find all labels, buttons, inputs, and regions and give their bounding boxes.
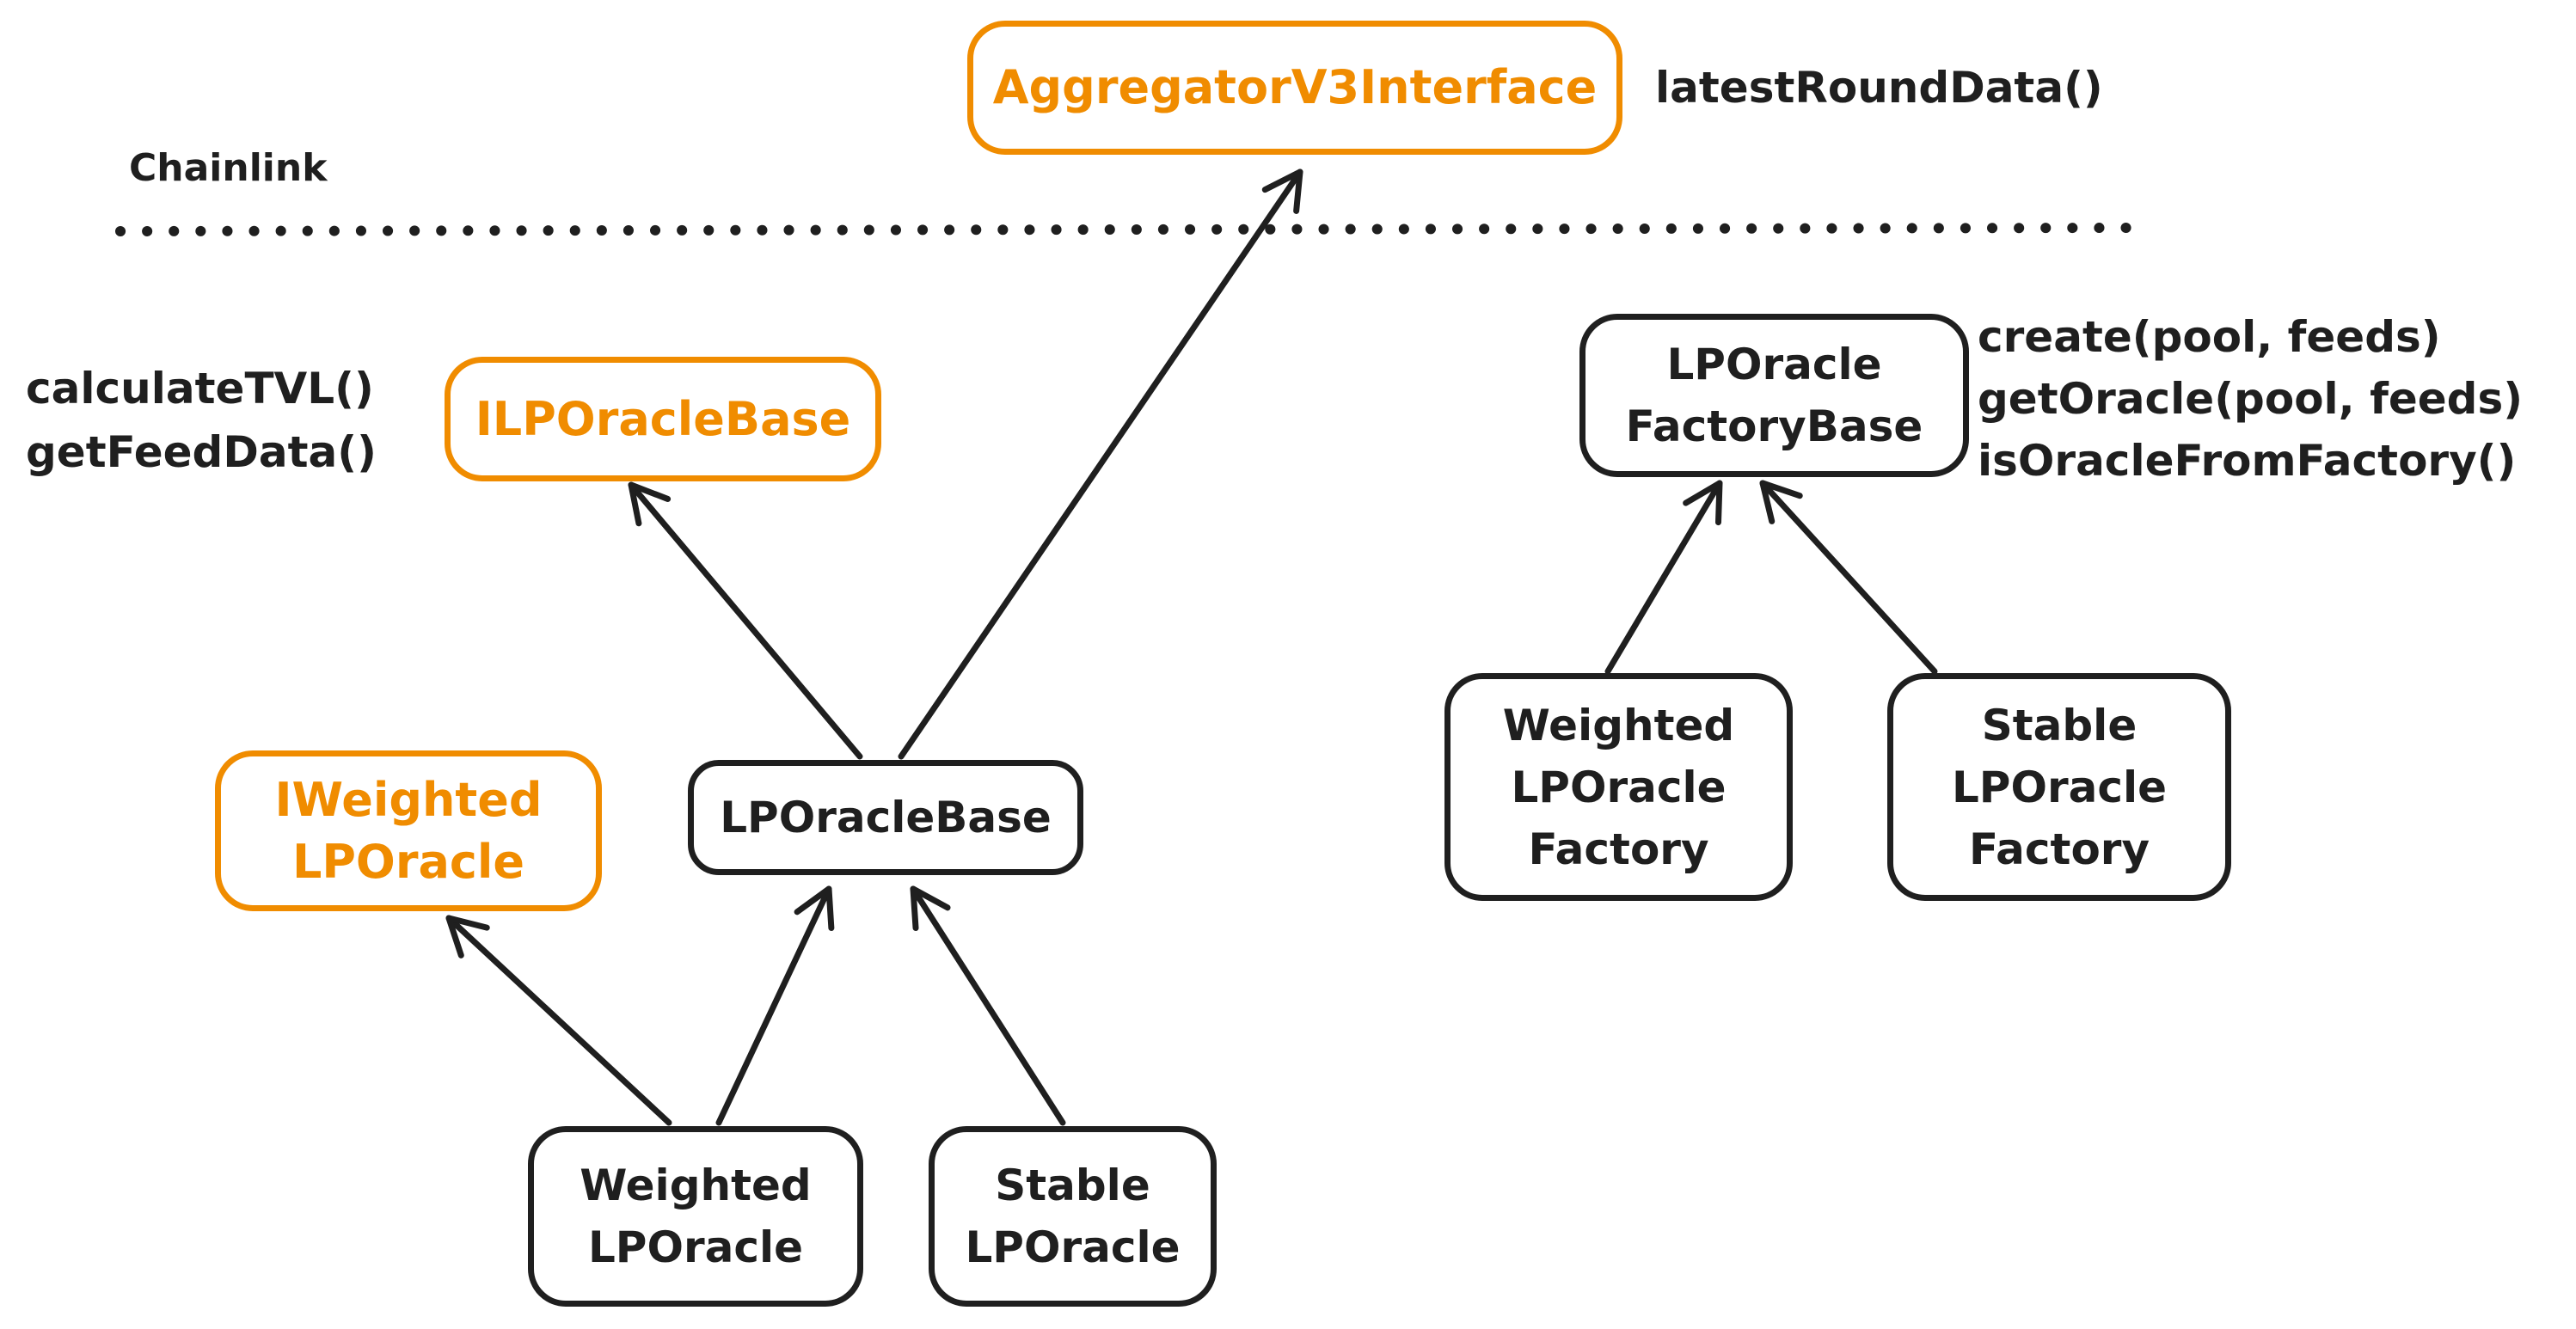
chainlink-section-label: Chainlink xyxy=(129,146,328,190)
node-stable-lp-oracle: Stable LPOracle xyxy=(929,1126,1217,1307)
annotation-oracle-base-methods: calculateTVL() getFeedData() xyxy=(26,357,377,484)
annotation-latest-round-data: latestRoundData() xyxy=(1655,63,2103,113)
annotation-is-oracle-from-factory: isOracleFromFactory() xyxy=(1978,436,2517,486)
node-aggregator-v3-interface: AggregatorV3Interface xyxy=(967,21,1622,155)
node-label: IWeighted LPOracle xyxy=(274,772,543,889)
node-lp-oracle-base: LPOracleBase xyxy=(688,760,1083,875)
node-label: Stable LPOracle Factory xyxy=(1951,700,2168,874)
annotation-get-oracle: getOracle(pool, feeds) xyxy=(1978,374,2524,424)
annotation-create: create(pool, feeds) xyxy=(1978,312,2441,362)
arrow-weighted-factory-to-lp-oracle-factory-base xyxy=(1604,480,1723,675)
arrow-lp-oracle-base-to-aggregator-v3-interface xyxy=(898,168,1303,760)
arrow-lp-oracle-base-to-ilp-oracle-base xyxy=(628,481,863,760)
arrow-weighted-lp-oracle-to-iweighted-lp-oracle xyxy=(445,915,672,1126)
node-label: AggregatorV3Interface xyxy=(992,60,1598,114)
node-ilp-oracle-base: ILPOracleBase xyxy=(445,357,881,481)
node-weighted-lp-oracle: Weighted LPOracle xyxy=(528,1126,863,1307)
node-label: LPOracleBase xyxy=(720,793,1052,842)
arrow-stable-lp-oracle-to-lp-oracle-base xyxy=(910,885,1066,1126)
chainlink-divider-dotted-line xyxy=(115,223,2135,236)
node-label: Weighted LPOracle xyxy=(580,1161,812,1272)
arrow-weighted-lp-oracle-to-lp-oracle-base xyxy=(715,885,835,1126)
annotation-calculate-tvl: calculateTVL() xyxy=(26,364,374,413)
node-stable-lp-oracle-factory: Stable LPOracle Factory xyxy=(1887,673,2231,901)
node-iweighted-lp-oracle: IWeighted LPOracle xyxy=(215,750,602,911)
annotation-factory-methods: create(pool, feeds) getOracle(pool, feed… xyxy=(1978,306,2523,492)
node-label: Weighted LPOracle Factory xyxy=(1502,700,1735,874)
node-label: LPOracle FactoryBase xyxy=(1625,340,1923,451)
annotation-get-feed-data: getFeedData() xyxy=(26,427,377,477)
node-weighted-lp-oracle-factory: Weighted LPOracle Factory xyxy=(1444,673,1793,901)
node-label: Stable LPOracle xyxy=(965,1161,1181,1272)
node-lp-oracle-factory-base: LPOracle FactoryBase xyxy=(1579,314,1969,477)
node-label: ILPOracleBase xyxy=(475,391,851,446)
arrow-stable-factory-to-lp-oracle-factory-base xyxy=(1759,480,1938,675)
